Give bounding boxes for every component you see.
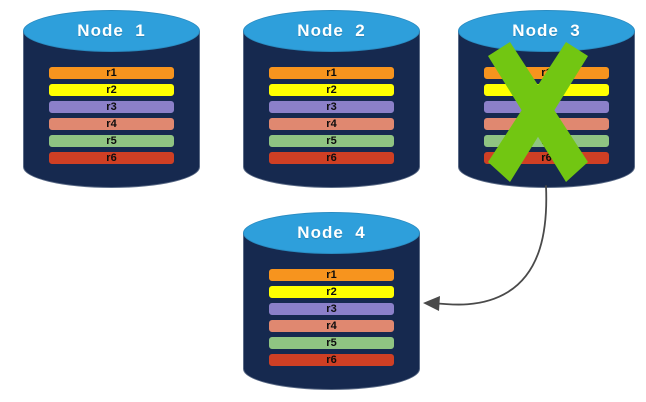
node-1-records: r1 r2 r3 r4 r5 r6: [47, 66, 176, 165]
record-row[interactable]: r3: [267, 100, 396, 114]
cylinder-top: [243, 10, 420, 52]
record-row[interactable]: r5: [482, 134, 611, 148]
node-4[interactable]: Node 4 r1 r2 r3 r4 r5 r6: [243, 212, 420, 390]
record-row[interactable]: r4: [267, 117, 396, 131]
record-row[interactable]: r1: [267, 66, 396, 80]
node-3-label: Node 3: [512, 21, 581, 40]
record-row[interactable]: r2: [47, 83, 176, 97]
record-row[interactable]: r6: [482, 151, 611, 165]
record-row[interactable]: r5: [267, 336, 396, 350]
record-row[interactable]: r4: [267, 319, 396, 333]
record-row[interactable]: r3: [47, 100, 176, 114]
node-3[interactable]: Node 3 r1 r2 r3 r4 r5 r6: [458, 10, 635, 188]
node-3-records: r1 r2 r3 r4 r5 r6: [482, 66, 611, 165]
node-4-records: r1 r2 r3 r4 r5 r6: [267, 268, 396, 367]
record-row[interactable]: r4: [482, 117, 611, 131]
record-row[interactable]: r3: [482, 100, 611, 114]
record-row[interactable]: r2: [267, 285, 396, 299]
record-row[interactable]: r2: [267, 83, 396, 97]
node-1-label: Node 1: [77, 21, 146, 40]
record-row[interactable]: r5: [47, 134, 176, 148]
node-2-records: r1 r2 r3 r4 r5 r6: [267, 66, 396, 165]
cylinder-top: [243, 212, 420, 254]
record-row[interactable]: r1: [482, 66, 611, 80]
record-row[interactable]: r6: [47, 151, 176, 165]
cylinder-top: [23, 10, 200, 52]
record-row[interactable]: r6: [267, 353, 396, 367]
record-row[interactable]: r3: [267, 302, 396, 316]
node-2[interactable]: Node 2 r1 r2 r3 r4 r5 r6: [243, 10, 420, 188]
record-row[interactable]: r2: [482, 83, 611, 97]
record-row[interactable]: r1: [47, 66, 176, 80]
node-1[interactable]: Node 1 r1 r2 r3 r4 r5 r6: [23, 10, 200, 188]
node-4-label: Node 4: [297, 223, 366, 242]
record-row[interactable]: r5: [267, 134, 396, 148]
node-2-label: Node 2: [297, 21, 366, 40]
record-row[interactable]: r6: [267, 151, 396, 165]
record-row[interactable]: r1: [267, 268, 396, 282]
record-row[interactable]: r4: [47, 117, 176, 131]
